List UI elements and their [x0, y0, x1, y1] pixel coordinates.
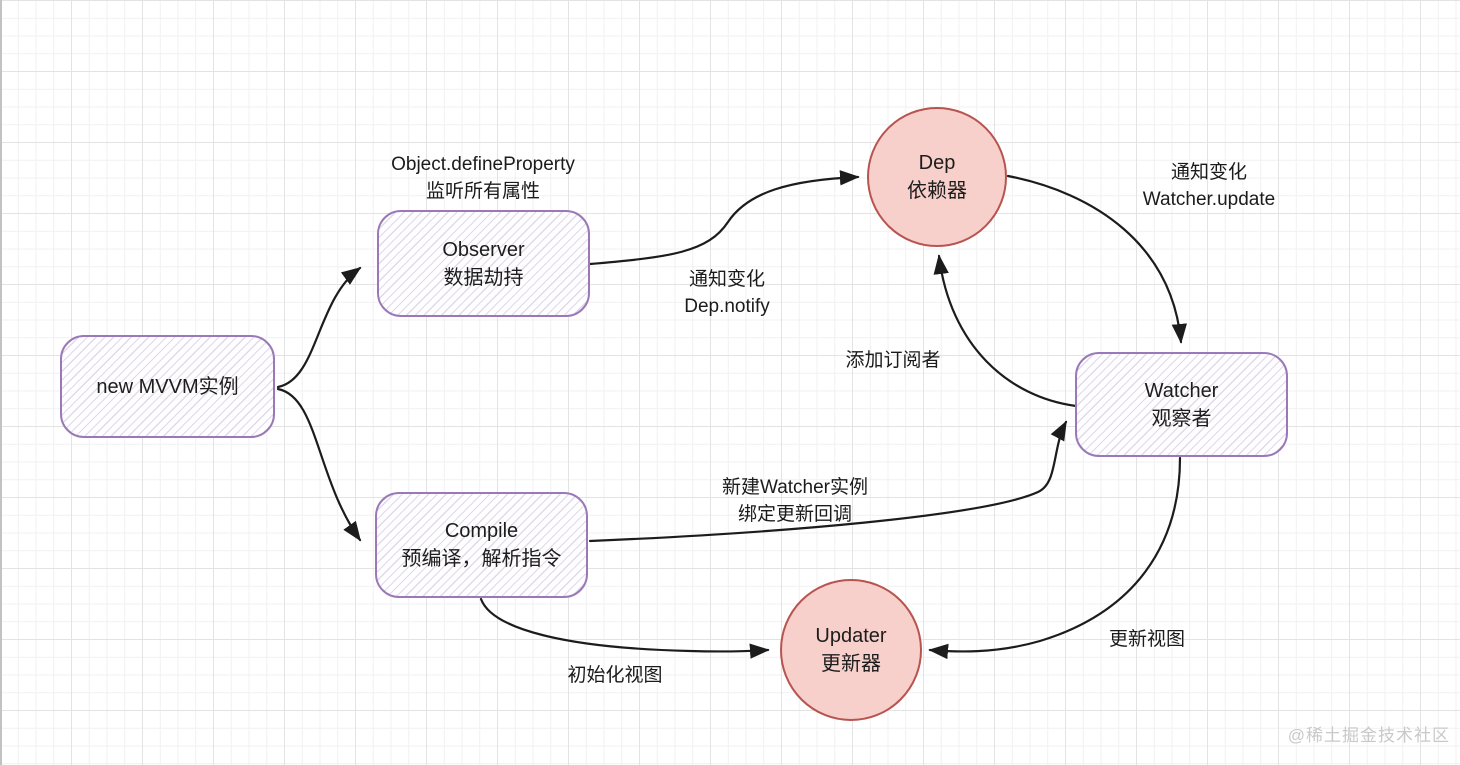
edge-compile-to-updater: [479, 597, 770, 659]
edge-label-line: 通知变化: [1170, 162, 1248, 183]
node-dep-label: 依赖器: [907, 180, 967, 202]
edge-dep-to-watcher: [1006, 174, 1187, 344]
watermark: @稀土掘金技术社区: [1287, 726, 1450, 745]
node-observer: Observer 数据劫持: [377, 210, 590, 317]
edge-compile-to-watcher: [588, 420, 1068, 543]
edge-mvvm-to-compile: [276, 387, 362, 542]
edge-label-line: Watcher.update: [1142, 189, 1276, 210]
edge-label-line: 添加订阅者: [845, 350, 941, 371]
node-watcher-label: Watcher: [1144, 379, 1219, 402]
node-watcher-label: 观察者: [1151, 407, 1212, 430]
node-compile-label: 预编译，解析指令: [401, 548, 562, 570]
edge-label-line: 初始化视图: [567, 665, 663, 686]
node-dep-label: Dep: [918, 152, 956, 174]
node-compile-label: Compile: [444, 520, 519, 542]
edge-label-line: 监听所有属性: [425, 181, 541, 202]
node-observer-label: Observer: [442, 238, 525, 261]
edge-label-define-property: Object.defineProperty 监听所有属性: [391, 151, 575, 205]
node-watcher: Watcher 观察者: [1075, 352, 1288, 457]
edge-mvvm-to-observer: [276, 266, 362, 389]
edge-label-update-view: 更新视图: [1109, 626, 1185, 653]
edge-label-line: 绑定更新回调: [737, 504, 853, 525]
edge-label-dep-notify: 通知变化 Dep.notify: [684, 266, 770, 320]
node-updater-label: 更新器: [821, 653, 881, 675]
edge-label-init-view: 初始化视图: [567, 662, 662, 689]
edge-label-line: Object.defineProperty: [391, 154, 575, 175]
node-mvvm-label: new MVVM实例: [96, 375, 239, 398]
node-updater-label: Updater: [815, 625, 887, 647]
node-dep: Dep 依赖器: [867, 107, 1007, 247]
edge-label-line: 新建Watcher实例: [721, 477, 869, 498]
edge-label-line: 通知变化: [688, 269, 766, 290]
canvas-left-edge: [0, 0, 2, 765]
edge-watcher-to-updater: [928, 456, 1182, 660]
node-mvvm: new MVVM实例: [60, 335, 275, 438]
edge-label-new-watcher: 新建Watcher实例绑定更新回调: [722, 474, 868, 528]
edge-label-add-subscriber: 添加订阅者: [845, 347, 940, 374]
edge-observer-to-dep: [588, 170, 860, 266]
edge-label-line: Dep.notify: [684, 296, 770, 317]
node-observer-label: 数据劫持: [443, 266, 524, 289]
edge-label-line: 更新视图: [1108, 629, 1186, 650]
edge-label-watcher-update: 通知变化 Watcher.update: [1143, 159, 1275, 213]
node-compile: Compile 预编译，解析指令: [375, 492, 588, 598]
node-updater: Updater 更新器: [780, 579, 922, 721]
edge-watcher-to-dep: [933, 254, 1078, 408]
